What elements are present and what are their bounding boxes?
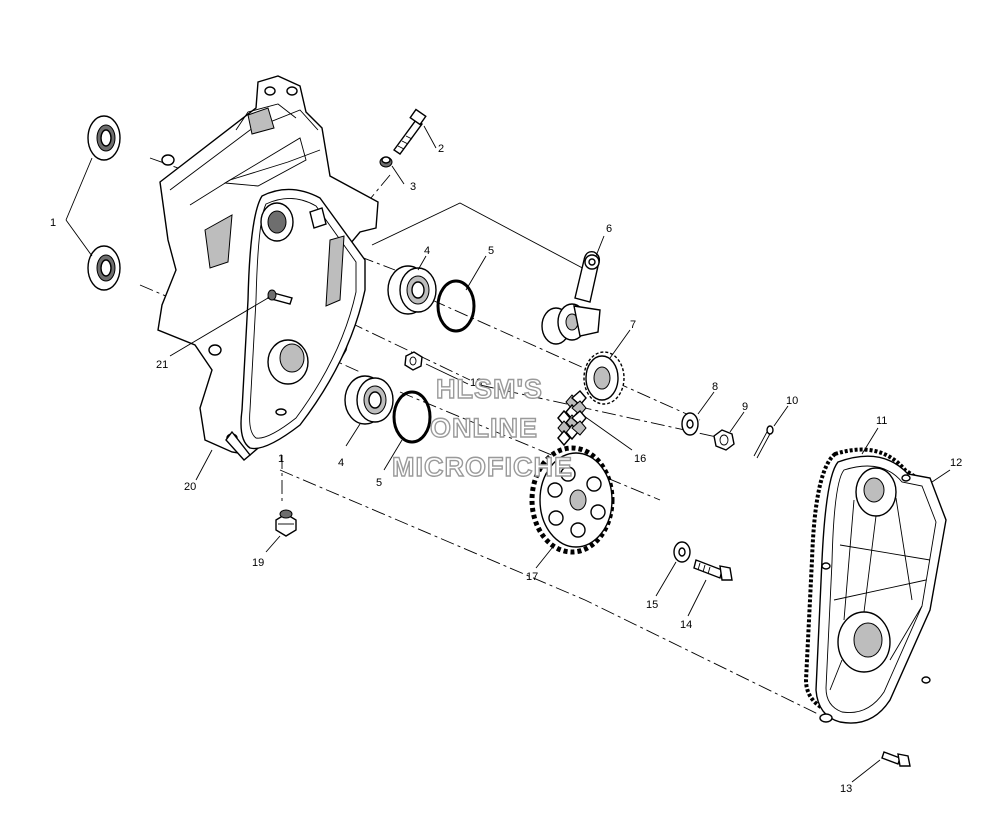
- callout-6: 6: [606, 223, 612, 235]
- bolt-13: [881, 751, 911, 767]
- callout-labels: 1 2 3 4 5 6 7 8 9 10 11 12 13 14 15 16 1…: [50, 143, 962, 795]
- chaincase-face: [240, 188, 366, 450]
- callout-5b: 5: [376, 477, 382, 489]
- callout-16: 16: [634, 453, 646, 465]
- callout-18: 18: [470, 377, 482, 389]
- sprocket-small: [583, 351, 625, 405]
- plug-3: [379, 156, 393, 168]
- callout-10: 10: [786, 395, 798, 407]
- watermark-line-2: ONLINE: [430, 413, 538, 443]
- callout-15: 15: [646, 599, 658, 611]
- callout-4a: 4: [424, 245, 430, 257]
- cover-12: [815, 455, 947, 724]
- callout-9: 9: [742, 401, 748, 413]
- watermark: HLSM'S ONLINE MICROFICHE: [391, 373, 573, 482]
- watermark-line-3: MICROFICHE: [392, 452, 573, 482]
- snap-ring-lower: [392, 390, 432, 444]
- tensioner-arm: [541, 250, 601, 345]
- callout-12: 12: [950, 457, 962, 469]
- bearing-upper: [387, 265, 437, 315]
- bolt-2: [393, 108, 427, 155]
- callout-8: 8: [712, 381, 718, 393]
- snap-ring-upper: [436, 279, 476, 333]
- gear-large: [529, 445, 615, 555]
- callout-17: 17: [526, 571, 538, 583]
- callout-4b: 4: [338, 457, 344, 469]
- callout-1a: 1: [50, 217, 56, 229]
- callout-19: 19: [252, 557, 264, 569]
- leader-lines: [65, 125, 951, 783]
- washer-8: [681, 412, 699, 436]
- watermark-line-1: HLSM'S: [436, 374, 543, 404]
- oil-seal-lower: [87, 245, 121, 291]
- cotter-pin: [753, 425, 774, 459]
- bearing-lower: [344, 375, 394, 425]
- gasket-11: [803, 447, 923, 715]
- callout-20: 20: [184, 481, 196, 493]
- drain-plug-19: [275, 509, 297, 537]
- oil-seal-upper: [87, 115, 121, 161]
- callout-7: 7: [630, 319, 636, 331]
- nut-9: [713, 429, 735, 451]
- bolt-14: [693, 559, 733, 581]
- callout-3: 3: [410, 181, 416, 193]
- callout-5a: 5: [488, 245, 494, 257]
- stud-21: [267, 289, 293, 305]
- nut-18: [404, 351, 423, 371]
- callout-2: 2: [438, 143, 444, 155]
- chain: [557, 390, 587, 447]
- callout-13: 13: [840, 783, 852, 795]
- callout-1b: 1: [278, 453, 284, 465]
- washer-15: [673, 541, 691, 563]
- callout-14: 14: [680, 619, 692, 631]
- callout-11: 11: [876, 415, 887, 427]
- callout-21: 21: [156, 359, 168, 371]
